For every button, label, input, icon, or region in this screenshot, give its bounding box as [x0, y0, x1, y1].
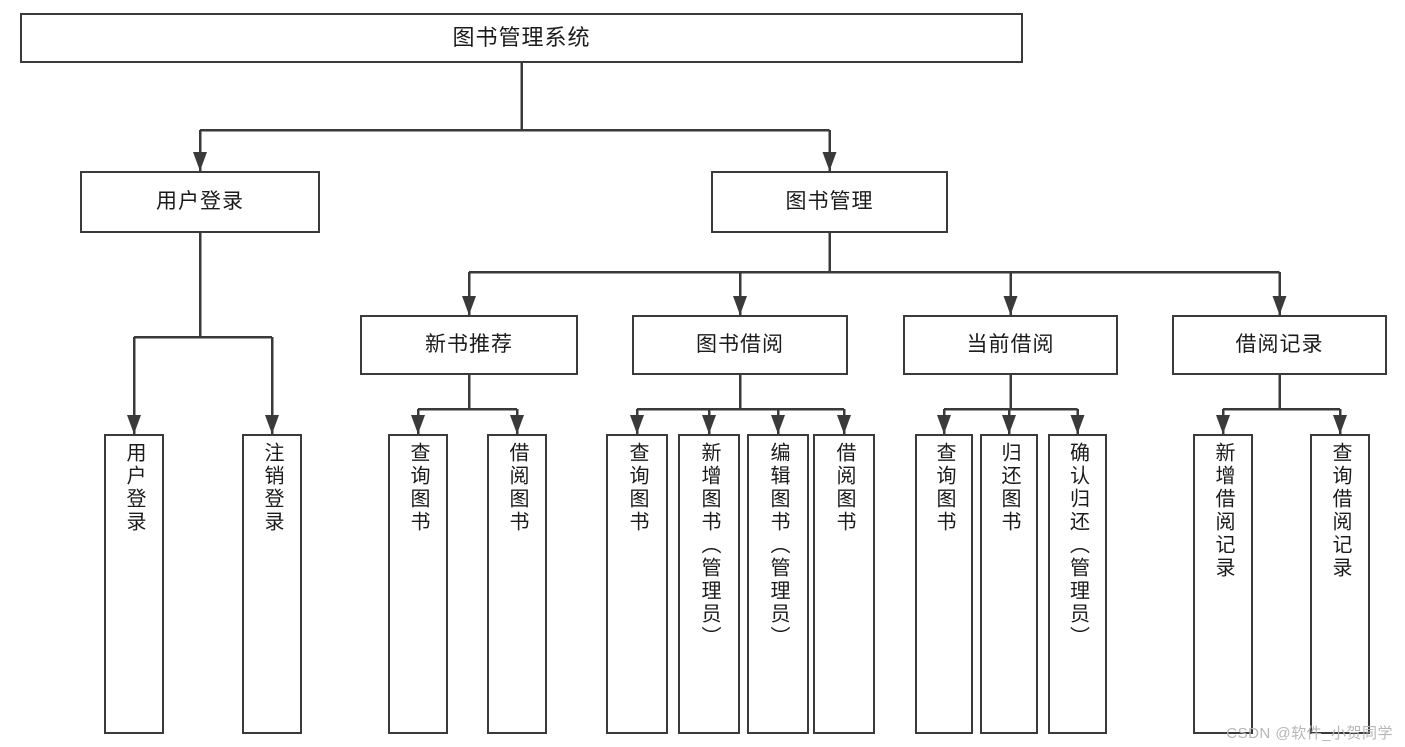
node-label: 借阅图书 [506, 442, 528, 534]
node-label: 编辑图书（管理员） [767, 442, 789, 649]
node-root[interactable]: 图书管理系统 [20, 13, 1023, 63]
node-leaf-cur-2[interactable]: 归还图书 [980, 434, 1038, 734]
node-current[interactable]: 当前借阅 [903, 315, 1118, 375]
watermark: CSDN @软件_小贺同学 [1226, 725, 1393, 742]
node-label: 查询图书 [626, 442, 648, 534]
node-label: 注销登录 [261, 442, 283, 534]
node-label: 新书推荐 [425, 332, 513, 356]
node-label: 图书借阅 [696, 332, 784, 356]
node-leaf-login-1[interactable]: 用户登录 [104, 434, 164, 734]
node-leaf-bor-2[interactable]: 新增图书（管理员） [678, 434, 740, 734]
node-label: 新增图书（管理员） [698, 442, 720, 649]
node-label: 借阅记录 [1235, 332, 1324, 356]
node-leaf-bor-3[interactable]: 编辑图书（管理员） [747, 434, 809, 734]
node-label: 图书管理 [785, 189, 874, 213]
node-label: 图书管理系统 [452, 25, 591, 51]
node-leaf-cur-3[interactable]: 确认归还（管理员） [1048, 434, 1107, 734]
node-label: 查询借阅记录 [1329, 442, 1351, 580]
node-label: 确认归还（管理员） [1066, 442, 1089, 649]
node-label: 用户登录 [156, 189, 244, 213]
node-leaf-rec-2[interactable]: 查询借阅记录 [1310, 434, 1370, 734]
node-newbook[interactable]: 新书推荐 [360, 315, 578, 375]
node-label: 用户登录 [123, 442, 145, 534]
node-leaf-new-1[interactable]: 查询图书 [388, 434, 448, 734]
node-bookmgmt[interactable]: 图书管理 [711, 171, 948, 233]
node-borrow[interactable]: 图书借阅 [632, 315, 848, 375]
node-label: 借阅图书 [833, 442, 855, 534]
node-label: 查询图书 [933, 442, 955, 534]
node-label: 查询图书 [407, 442, 429, 534]
node-leaf-rec-1[interactable]: 新增借阅记录 [1193, 434, 1253, 734]
node-records[interactable]: 借阅记录 [1172, 315, 1387, 375]
node-leaf-cur-1[interactable]: 查询图书 [915, 434, 973, 734]
node-leaf-bor-1[interactable]: 查询图书 [606, 434, 668, 734]
node-leaf-login-2[interactable]: 注销登录 [242, 434, 302, 734]
node-label: 新增借阅记录 [1212, 442, 1234, 580]
node-leaf-new-2[interactable]: 借阅图书 [487, 434, 547, 734]
node-leaf-bor-4[interactable]: 借阅图书 [813, 434, 875, 734]
node-label: 当前借阅 [966, 332, 1055, 356]
node-login[interactable]: 用户登录 [80, 171, 320, 233]
node-label: 归还图书 [998, 442, 1020, 534]
